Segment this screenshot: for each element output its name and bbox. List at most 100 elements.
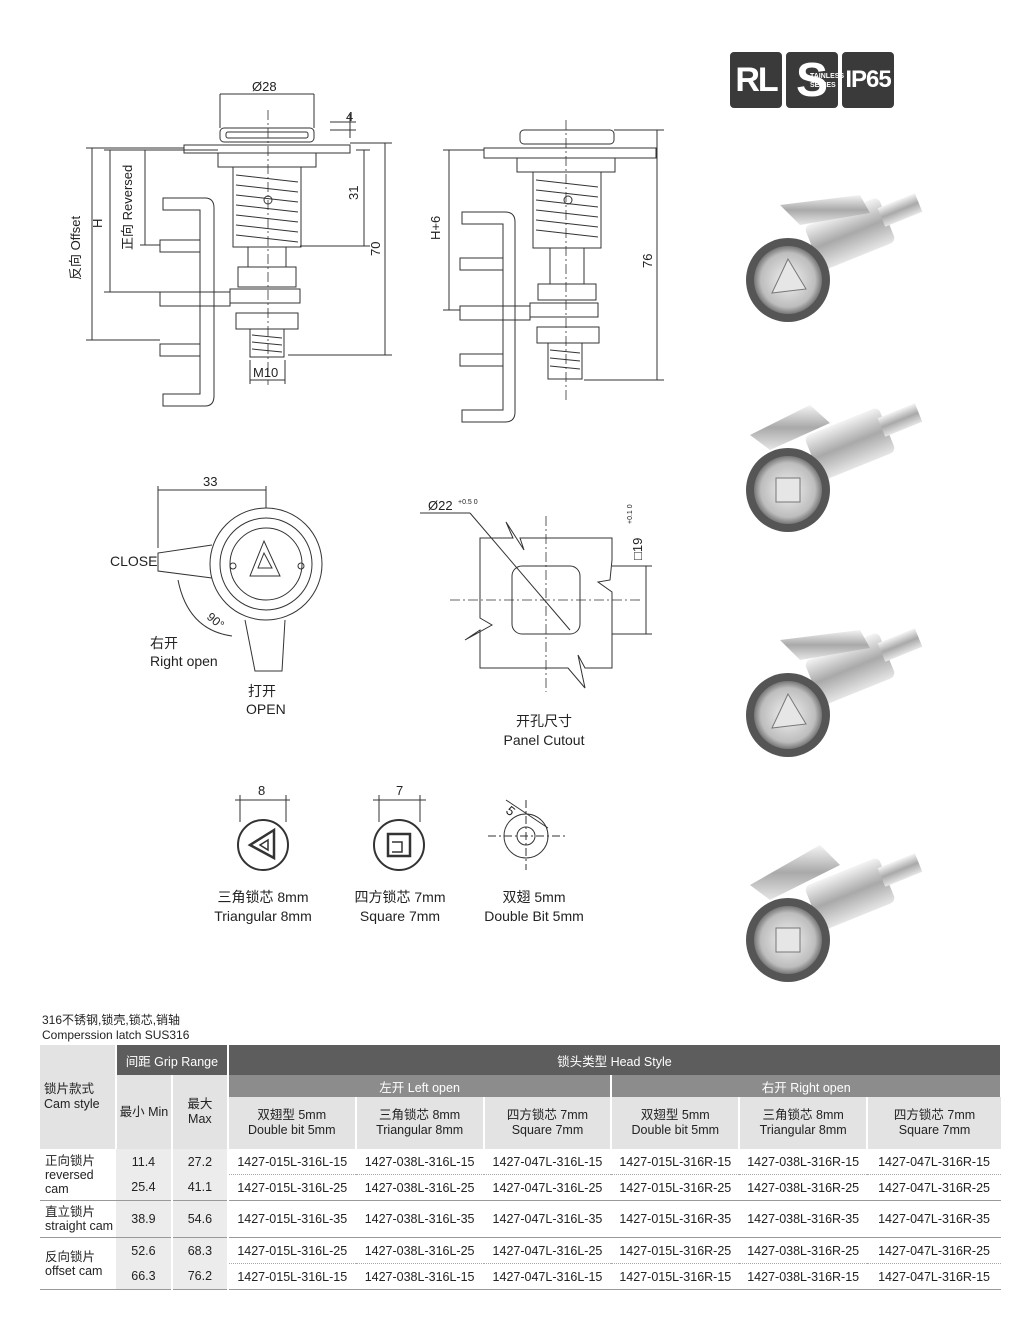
part-number: 1427-038L-316R-25 bbox=[739, 1174, 868, 1201]
label-reversed: 正向 Reversed bbox=[120, 165, 135, 250]
part-number: 1427-038L-316R-25 bbox=[739, 1237, 868, 1264]
row-min: 52.6 bbox=[115, 1237, 173, 1264]
group-cn: 正向锁片 bbox=[45, 1153, 96, 1168]
head-3-cn: 四方锁芯 7mm bbox=[506, 1108, 589, 1122]
front-view-handle bbox=[157, 486, 323, 672]
label-right-open-cn: 右开 bbox=[150, 635, 178, 651]
part-number: 1427-015L-316L-25 bbox=[227, 1174, 356, 1201]
part-number: 1427-015L-316R-15 bbox=[611, 1263, 740, 1290]
group-en: reversed cam bbox=[45, 1167, 94, 1196]
group-cn: 直立锁片 bbox=[45, 1205, 96, 1219]
part-number: 1427-015L-316L-15 bbox=[227, 1149, 356, 1175]
triangular-caption: 三角锁芯 8mm Triangular 8mm bbox=[203, 888, 323, 926]
part-number: 1427-047L-316R-25 bbox=[867, 1237, 1001, 1264]
head-6-en: Square 7mm bbox=[898, 1123, 971, 1137]
side-view-reversed bbox=[86, 93, 392, 407]
side-view-offset bbox=[443, 120, 664, 423]
label-open-en: OPEN bbox=[246, 701, 286, 717]
part-number: 1427-015L-316L-35 bbox=[227, 1200, 356, 1238]
label-close: CLOSE bbox=[110, 553, 157, 569]
header-cam-style-cn: 锁片款式 bbox=[44, 1082, 95, 1096]
part-number: 1427-038L-316L-25 bbox=[355, 1237, 484, 1264]
label-m10: M10 bbox=[253, 365, 278, 380]
ip65-logo: IP65 bbox=[842, 52, 894, 108]
label-open-cn: 打开 bbox=[248, 683, 276, 699]
header-cam-style: 锁片款式 Cam style bbox=[40, 1045, 117, 1149]
dim-d28: Ø28 bbox=[252, 79, 277, 94]
row-max: 54.6 bbox=[171, 1200, 229, 1238]
spec-table: 锁片款式 Cam style 间距 Grip Range 锁头类型 Head S… bbox=[40, 1045, 1003, 1290]
part-number: 1427-015L-316R-25 bbox=[611, 1237, 740, 1264]
material-spec: 316不锈钢,锁壳,锁芯,销轴 Comperssion latch SUS316 bbox=[42, 1013, 189, 1043]
row-min: 38.9 bbox=[115, 1200, 173, 1238]
part-number: 1427-047L-316R-25 bbox=[867, 1174, 1001, 1201]
dim-sq19-tolerance: +0.1 0 bbox=[627, 504, 634, 524]
part-number: 1427-038L-316R-15 bbox=[739, 1149, 868, 1175]
label-90: 90° bbox=[204, 610, 227, 633]
square-cn: 四方锁芯 7mm bbox=[354, 889, 446, 905]
part-number: 1427-047L-316R-15 bbox=[867, 1149, 1001, 1175]
part-number: 1427-047L-316L-25 bbox=[483, 1237, 612, 1264]
part-number: 1427-047L-316L-15 bbox=[483, 1149, 612, 1175]
head-1-cn: 双翅型 5mm bbox=[257, 1108, 327, 1122]
label-right-open-en: Right open bbox=[150, 653, 218, 669]
header-max: 最大 Max bbox=[171, 1075, 229, 1149]
double-bit-en: Double Bit 5mm bbox=[484, 908, 584, 924]
dim-4: 4 bbox=[346, 109, 353, 124]
rl-logo: RL bbox=[730, 52, 782, 108]
row-min: 25.4 bbox=[115, 1174, 173, 1201]
part-number: 1427-038L-316R-15 bbox=[739, 1263, 868, 1290]
dim-8: 8 bbox=[258, 783, 265, 798]
triangular-cn: 三角锁芯 8mm bbox=[217, 889, 309, 905]
part-number: 1427-038L-316L-15 bbox=[355, 1149, 484, 1175]
part-number: 1427-015L-316L-25 bbox=[227, 1237, 356, 1264]
head-5-en: Triangular 8mm bbox=[759, 1123, 847, 1137]
table-row: 25.4 41.1 1427-015L-316L-25 1427-038L-31… bbox=[40, 1174, 1001, 1201]
row-max: 27.2 bbox=[171, 1149, 229, 1175]
dim-sq19: □19 bbox=[630, 538, 645, 560]
row-max: 41.1 bbox=[171, 1174, 229, 1201]
head-2-en: Triangular 8mm bbox=[376, 1123, 464, 1137]
part-number: 1427-047L-316L-15 bbox=[483, 1263, 612, 1290]
head-4-cn: 双翅型 5mm bbox=[640, 1108, 710, 1122]
product-photos bbox=[746, 193, 923, 982]
part-number: 1427-015L-316R-15 bbox=[611, 1149, 740, 1175]
header-cam-style-en: Cam style bbox=[44, 1097, 100, 1111]
label-h6: H+6 bbox=[428, 216, 443, 240]
panel-cutout-cn: 开孔尺寸 bbox=[516, 713, 572, 729]
lock-core-icons bbox=[235, 795, 566, 871]
part-number: 1427-015L-316R-35 bbox=[611, 1200, 740, 1238]
product-photo-square-1 bbox=[746, 403, 923, 532]
square-en: Square 7mm bbox=[359, 908, 441, 924]
dim-d22-tolerance: +0.5 0 bbox=[458, 499, 478, 506]
row-min: 66.3 bbox=[115, 1263, 173, 1290]
dim-33: 33 bbox=[203, 474, 217, 489]
stainless-s-letter: S bbox=[795, 53, 828, 107]
head-6-cn: 四方锁芯 7mm bbox=[893, 1108, 976, 1122]
product-photo-triangular-2 bbox=[746, 628, 923, 757]
header-head-style: 锁头类型 Head Style bbox=[227, 1045, 1003, 1075]
row-max: 76.2 bbox=[171, 1263, 229, 1290]
part-number: 1427-047L-316R-35 bbox=[867, 1200, 1001, 1238]
dim-76: 76 bbox=[640, 254, 655, 268]
part-number: 1427-047L-316L-25 bbox=[483, 1174, 612, 1201]
stainless-series-logo: S TAINLESS SERIES bbox=[786, 52, 844, 108]
double-bit-caption: 双翅 5mm Double Bit 5mm bbox=[474, 888, 594, 926]
part-number: 1427-038L-316L-15 bbox=[355, 1263, 484, 1290]
header-grip-range: 间距 Grip Range bbox=[115, 1045, 229, 1075]
product-photo-square-2 bbox=[746, 845, 923, 982]
head-3-en: Square 7mm bbox=[511, 1123, 584, 1137]
head-4-en: Double bit 5mm bbox=[631, 1123, 720, 1137]
header-left-open: 左开 Left open bbox=[227, 1075, 613, 1097]
triangular-en: Triangular 8mm bbox=[214, 908, 312, 924]
